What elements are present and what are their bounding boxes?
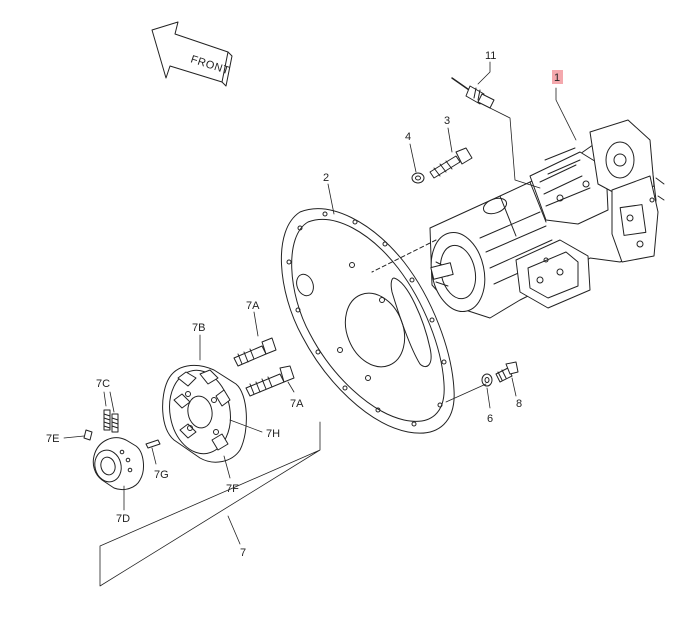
coupling-hub-7D [92,437,144,491]
callout-7B[interactable]: 7B [192,322,205,334]
callout-11[interactable]: 11 [485,50,496,62]
pin-7E-icon [83,429,93,441]
callout-4[interactable]: 4 [405,131,411,143]
flexible-coupling-element [162,364,247,463]
callout-7[interactable]: 7 [240,547,246,559]
callout-7A-lower[interactable]: 7A [290,398,304,410]
bolt-7A-upper-icon [233,337,277,367]
callout-7A-upper[interactable]: 7A [246,300,260,312]
callout-7C[interactable]: 7C [96,378,110,390]
alignment-centerline [371,239,437,273]
part-1-highlight [552,70,563,84]
hydraulic-pump-assembly [429,119,665,319]
washer-4-icon [411,172,425,184]
sensor-11-icon [451,77,495,109]
bolt-7A-lower-icon [245,365,295,397]
callout-7D[interactable]: 7D [116,513,130,525]
pin-7G-icon [145,439,161,449]
callout-6[interactable]: 6 [487,413,493,425]
bolt-8-icon [495,361,519,383]
leader-lines [63,61,577,587]
callout-1[interactable]: 1 [554,72,560,84]
callout-8[interactable]: 8 [516,398,522,410]
callout-7F[interactable]: 7F [226,483,239,495]
callout-7G[interactable]: 7G [154,469,169,481]
washer-6-icon [481,373,493,387]
bolt-3-icon [429,147,473,179]
callout-2[interactable]: 2 [323,172,329,184]
flywheel-housing-plate [280,208,455,434]
callout-7H[interactable]: 7H [266,428,280,440]
callout-7E[interactable]: 7E [46,433,59,445]
front-arrow-icon [151,21,233,87]
set-screws-7C-icon [103,409,119,433]
callout-3[interactable]: 3 [444,115,450,127]
